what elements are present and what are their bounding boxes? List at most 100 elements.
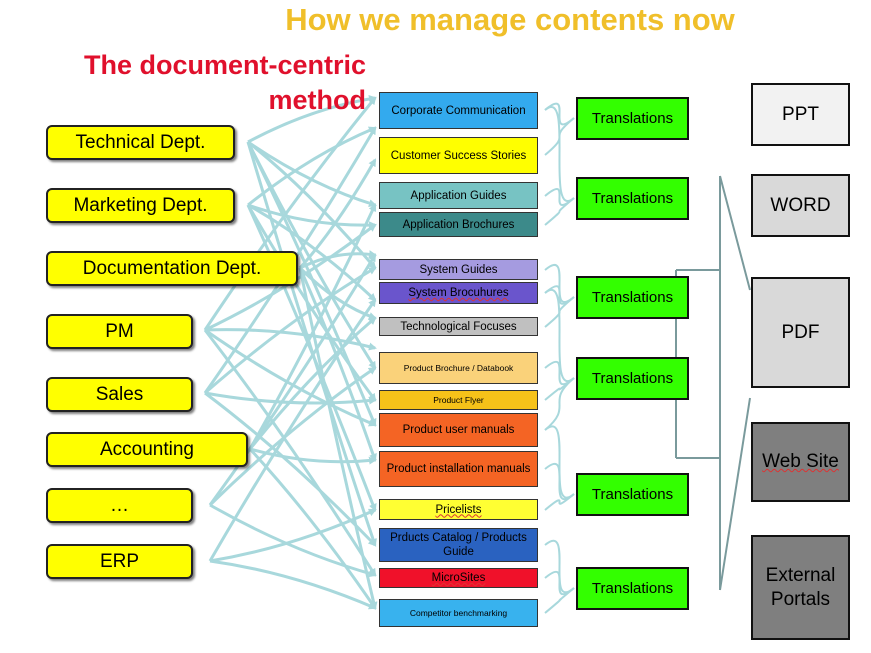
output-web-site: Web Site [751,422,850,502]
bracket-line [675,175,751,591]
dept-pm: PM [46,314,193,349]
translations-label: Translations [591,110,674,127]
dept-sales: Sales [46,377,193,412]
doc-label: MicroSites [431,572,486,584]
translations-box-3: Translations [576,276,689,319]
doc-corporate-communication: Corporate Communication [379,92,538,129]
dept-label: Technical Dept. [75,131,206,153]
doc-label: Prducts Catalog / Products Guide [390,532,527,558]
connector-arrow [209,503,377,578]
translations-label: Translations [591,486,674,503]
output-label: External Portals [765,564,836,610]
output-pdf: PDF [751,277,850,388]
dept-label: Documentation Dept. [82,257,262,279]
connector-arrow [208,366,377,507]
page-subtitle: The document-centric method [83,50,366,115]
connector-arrow [298,158,377,269]
doc-product-installation-manuals: Product installation manuals [379,451,538,487]
doc-label: Corporate Communication [391,104,526,117]
connector-arrow [248,203,377,450]
translations-box-1: Translations [576,97,689,140]
doc-label: Product Flyer [433,395,484,405]
translations-label: Translations [591,580,674,597]
doc-label: Pricelists [435,503,482,516]
translations-label: Translations [591,370,674,387]
translation-arrow [544,539,575,594]
dept-marketing: Marketing Dept. [46,188,235,223]
connector-arrow [298,266,377,320]
translations-label: Translations [591,289,674,306]
doc-label: System Guides [419,263,498,276]
department-arrows [203,94,378,610]
doc-label: Product Brochure / Databook [403,363,514,373]
connector-arrow [248,316,377,450]
dept-erp: ERP [46,544,193,579]
doc-system-guides: System Guides [379,259,538,280]
doc-label: Technological Focuses [400,320,517,333]
doc-application-guides: Application Guides [379,182,538,209]
translation-arrow [544,102,575,126]
output-label: WORD [770,194,831,216]
doc-pricelists: Pricelists [379,499,538,520]
connector-arrow [298,267,378,610]
connector-arrow [247,94,377,144]
doc-label: Customer Success Stories [390,149,527,162]
output-ppt: PPT [751,83,850,146]
doc-label: Application Brochures [402,218,515,231]
connector-arrow [247,126,377,207]
dept-technical: Technical Dept. [46,125,235,160]
connector-arrow [204,266,377,395]
connector-arrow [204,328,377,351]
dept-label: Sales [95,383,144,405]
connector-arrow [208,298,377,562]
doc-label: System Brocuhures [408,287,509,299]
translation-arrow [544,289,575,382]
output-bracket [675,175,751,591]
translation-arrow [544,587,575,614]
doc-customer-success-stories: Customer Success Stories [379,137,538,174]
output-label: Web Site [762,451,839,472]
doc-system-brochures: System Brocuhures [379,282,538,304]
translations-box-4: Translations [576,357,689,400]
translation-arrow [544,570,575,596]
doc-competitor-benchmarking: Competitor benchmarking [379,599,538,627]
translation-arrow [544,360,575,386]
doc-label: Application Guides [410,189,507,202]
doc-label: Product user manuals [402,424,515,436]
doc-technological-focuses: Technological Focuses [379,317,538,336]
translation-arrow [544,106,575,202]
translation-arrow [544,197,575,226]
connector-arrow [204,328,377,427]
doc-product-flyer: Product Flyer [379,390,538,410]
connector-arrow [247,203,377,302]
translations-box-2: Translations [576,177,689,220]
dept-label: ERP [99,550,140,572]
output-external-portals: External Portals [751,535,850,640]
doc-product-user-manuals: Product user manuals [379,413,538,447]
doc-products-catalog: Prducts Catalog / Products Guide [379,528,538,562]
dept-label: Marketing Dept. [73,194,208,216]
connector-arrow [203,96,377,331]
connector-arrow [249,447,377,465]
doc-label: Product installation manuals [386,463,531,475]
connector-arrow [298,267,377,462]
translations-box-5: Translations [576,473,689,516]
doc-label: Competitor benchmarking [409,608,508,618]
connector-arrow [209,508,377,563]
dept-label: Accounting [99,438,194,460]
translations-box-6: Translations [576,567,689,610]
dept-documentation: Documentation Dept. [46,251,298,286]
dept-label: PM [105,320,134,342]
doc-microsites: MicroSites [379,568,538,588]
doc-product-brochure-databook: Product Brochure / Databook [379,352,538,384]
connector-arrow [204,391,377,547]
page-title: How we manage contents now [285,2,735,37]
connector-arrow [209,559,377,610]
output-word: WORD [751,174,850,237]
translation-arrow [544,377,575,431]
output-label: PPT [782,103,819,125]
connector-arrow [208,253,377,506]
dept-other: … [46,488,193,523]
connector-arrow [247,203,377,230]
doc-application-brochures: Application Brochures [379,212,538,237]
